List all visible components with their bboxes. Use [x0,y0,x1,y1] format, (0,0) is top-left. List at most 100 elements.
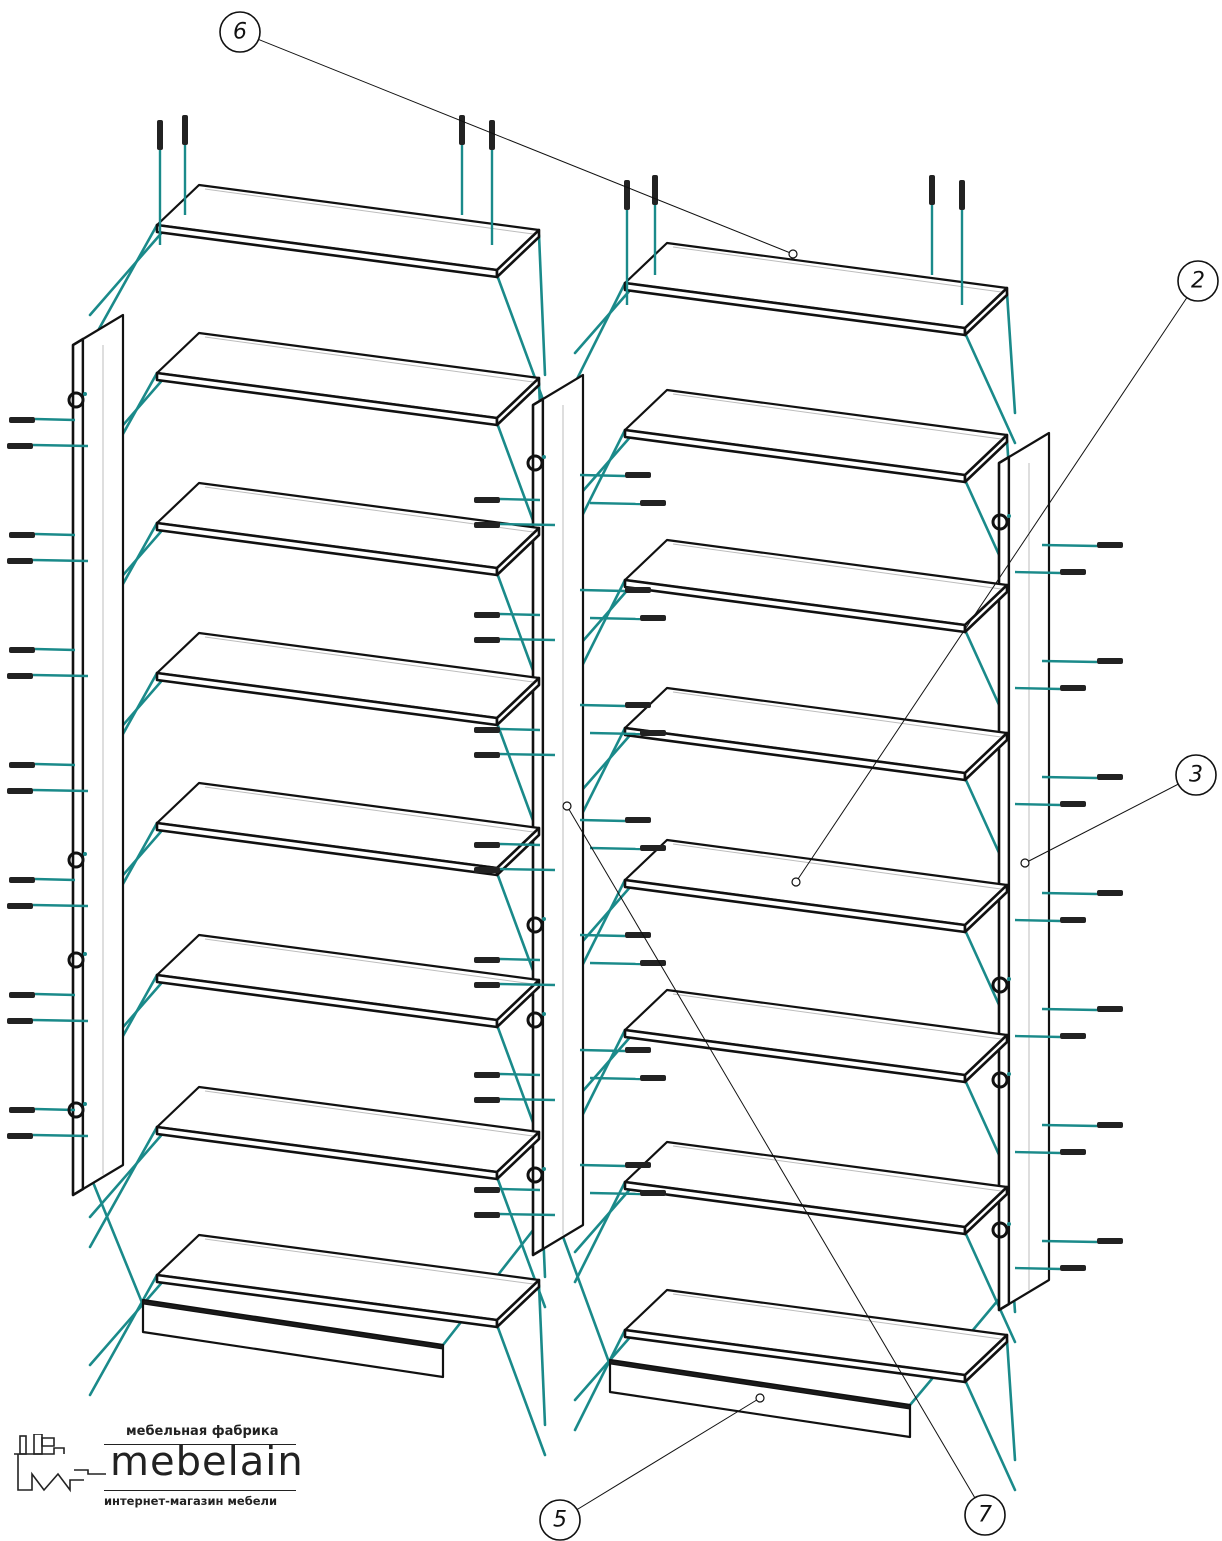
left-shelf [155,1233,541,1329]
screw-icon [1041,542,1123,548]
screw-icon [7,1133,89,1139]
callout-label: 3 [1189,763,1203,788]
connector-line [963,1230,1017,1344]
hinge-icon [526,1166,546,1184]
connector-line [537,1283,547,1427]
screw-icon [579,1047,651,1053]
screw-icon [489,120,495,245]
callout-7: 7 [562,801,1006,1536]
screw-icon [7,673,89,679]
screw-icon [9,1107,76,1113]
callout-6: 6 [219,11,798,259]
callout-label: 6 [233,20,247,45]
screw-icon [959,180,965,305]
callout-3: 3 [1020,754,1217,868]
screw-icon [1041,774,1123,780]
screw-icon [474,982,556,988]
connector-line [88,1125,159,1249]
connector-line [88,223,159,347]
screw-icon [7,788,89,794]
right-shelf [623,686,1009,782]
screw-icon [9,992,76,998]
right-shelf [623,1140,1009,1236]
screw-icon [929,175,935,275]
hinge-icon [991,976,1011,994]
screw-icon [579,817,651,823]
screw-icon [1014,1265,1086,1271]
hinge-icon [991,1071,1011,1089]
right-shelf [623,538,1009,634]
screw-icon [1014,569,1086,575]
screw-icon [589,1190,666,1196]
left-shelf [155,631,541,727]
screw-icon [1041,1006,1123,1012]
middle-side-panel [531,373,585,1257]
connector-line [963,1378,1017,1492]
brand-divider-top [104,1444,296,1445]
right-shelf [623,838,1009,934]
screw-icon [7,443,89,449]
right-shelf [623,988,1009,1084]
screw-icon [589,1075,666,1081]
screw-icon [474,957,541,963]
screw-icon [589,615,666,621]
hinge-icon [67,1101,87,1119]
callout-label: 5 [553,1508,567,1533]
screw-icon [474,867,556,873]
screw-icon [579,702,651,708]
screw-icon [7,1018,89,1024]
callout-label: 7 [978,1503,992,1528]
screw-icon [9,877,76,883]
screw-icon [579,587,651,593]
screw-icon [474,1187,541,1193]
screw-icon [579,472,651,478]
screw-icon [1014,1149,1086,1155]
connector-line [537,233,547,377]
screw-icon [1041,1238,1123,1244]
connector-line [88,1273,159,1397]
connector-line [573,1180,627,1284]
screw-icon [474,637,556,643]
screw-icon [589,845,666,851]
callout-5: 5 [539,1393,765,1541]
left-shelf [155,1085,541,1181]
screw-icon [589,960,666,966]
screw-icon [9,532,76,538]
hinge-icon [67,851,87,869]
screw-icon [579,1162,651,1168]
screw-icon [9,417,76,423]
screw-icon [9,762,76,768]
callouts: 6 2 3 5 7 [219,11,1219,1541]
left-shelf [155,781,541,877]
screw-icon [1014,801,1086,807]
callout-label: 2 [1191,269,1205,294]
screw-icon [459,115,465,215]
screw-icon [1014,685,1086,691]
screw-icon [1041,890,1123,896]
screw-icon [1041,658,1123,664]
screw-icon [474,612,541,618]
hinge-icon [526,454,546,472]
screw-icon [474,1072,541,1078]
screw-icon [182,115,188,215]
screw-icon [589,730,666,736]
left-shelf [155,331,541,427]
brand-logo-icon [14,1434,106,1493]
screw-icon [157,120,163,245]
connector-line [86,1168,145,1307]
left-shelf [155,933,541,1029]
screw-icon [589,500,666,506]
screw-icon [7,558,89,564]
right-shelf [623,388,1009,484]
screw-icon [474,497,541,503]
right-top-panel [623,241,1009,337]
hinge-icon [526,1011,546,1029]
hinge-icon [991,1221,1011,1239]
screw-icon [1014,917,1086,923]
screw-icon [7,903,89,909]
left-shelf [155,481,541,577]
brand-block: мебельная фабрика mebelain интернет-мага… [14,1420,304,1520]
brand-subtitle: интернет-магазин мебели [104,1494,278,1508]
left-plinth [141,1298,445,1379]
